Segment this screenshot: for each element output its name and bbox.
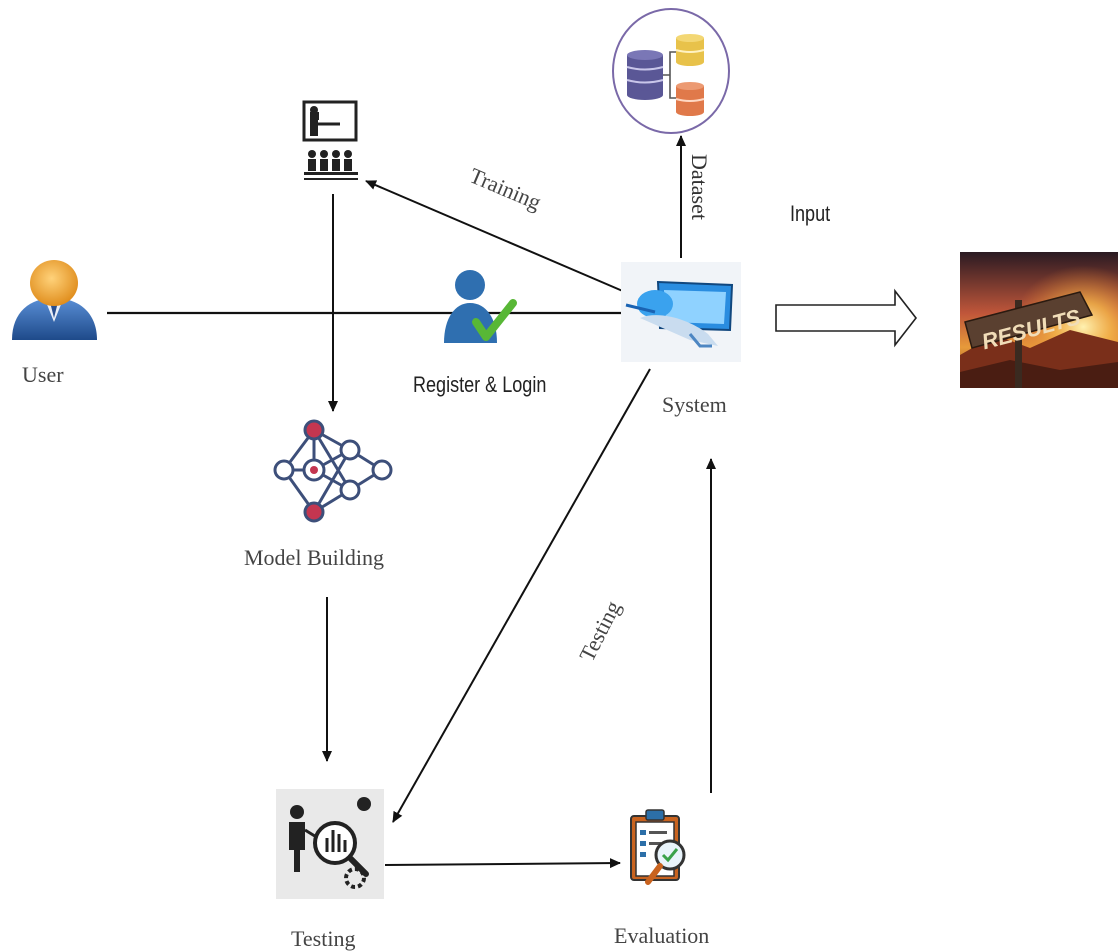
- presentation-classroom-icon: [302, 100, 358, 180]
- edge-label-dataset: Dataset: [687, 154, 712, 220]
- label-user: User: [22, 362, 64, 387]
- analysis-icon: [276, 789, 384, 899]
- label-system: System: [662, 392, 727, 417]
- label-input: Input: [790, 201, 831, 226]
- database-icon: [612, 8, 730, 134]
- label-evaluation: Evaluation: [614, 923, 710, 948]
- edges: [107, 135, 918, 869]
- results-signpost-image: RESULTS: [960, 252, 1118, 388]
- clipboard-check-icon: [630, 809, 686, 885]
- edge-label-testing: Testing: [574, 597, 626, 666]
- edge-system-to-testing: [392, 368, 651, 823]
- computer-icon: [621, 262, 741, 362]
- edge-label-training: Training: [466, 163, 545, 215]
- neural-network-icon: [273, 419, 393, 523]
- edge-testing-to-evaluation: [384, 858, 621, 869]
- label-testing: Testing: [291, 926, 356, 951]
- user-icon: [12, 260, 97, 340]
- user-check-icon: [444, 270, 517, 343]
- label-register-login: Register & Login: [413, 372, 547, 397]
- label-model-building: Model Building: [244, 545, 384, 570]
- input-hollow-arrow: [775, 288, 918, 348]
- edge-system-to-training: [365, 180, 626, 293]
